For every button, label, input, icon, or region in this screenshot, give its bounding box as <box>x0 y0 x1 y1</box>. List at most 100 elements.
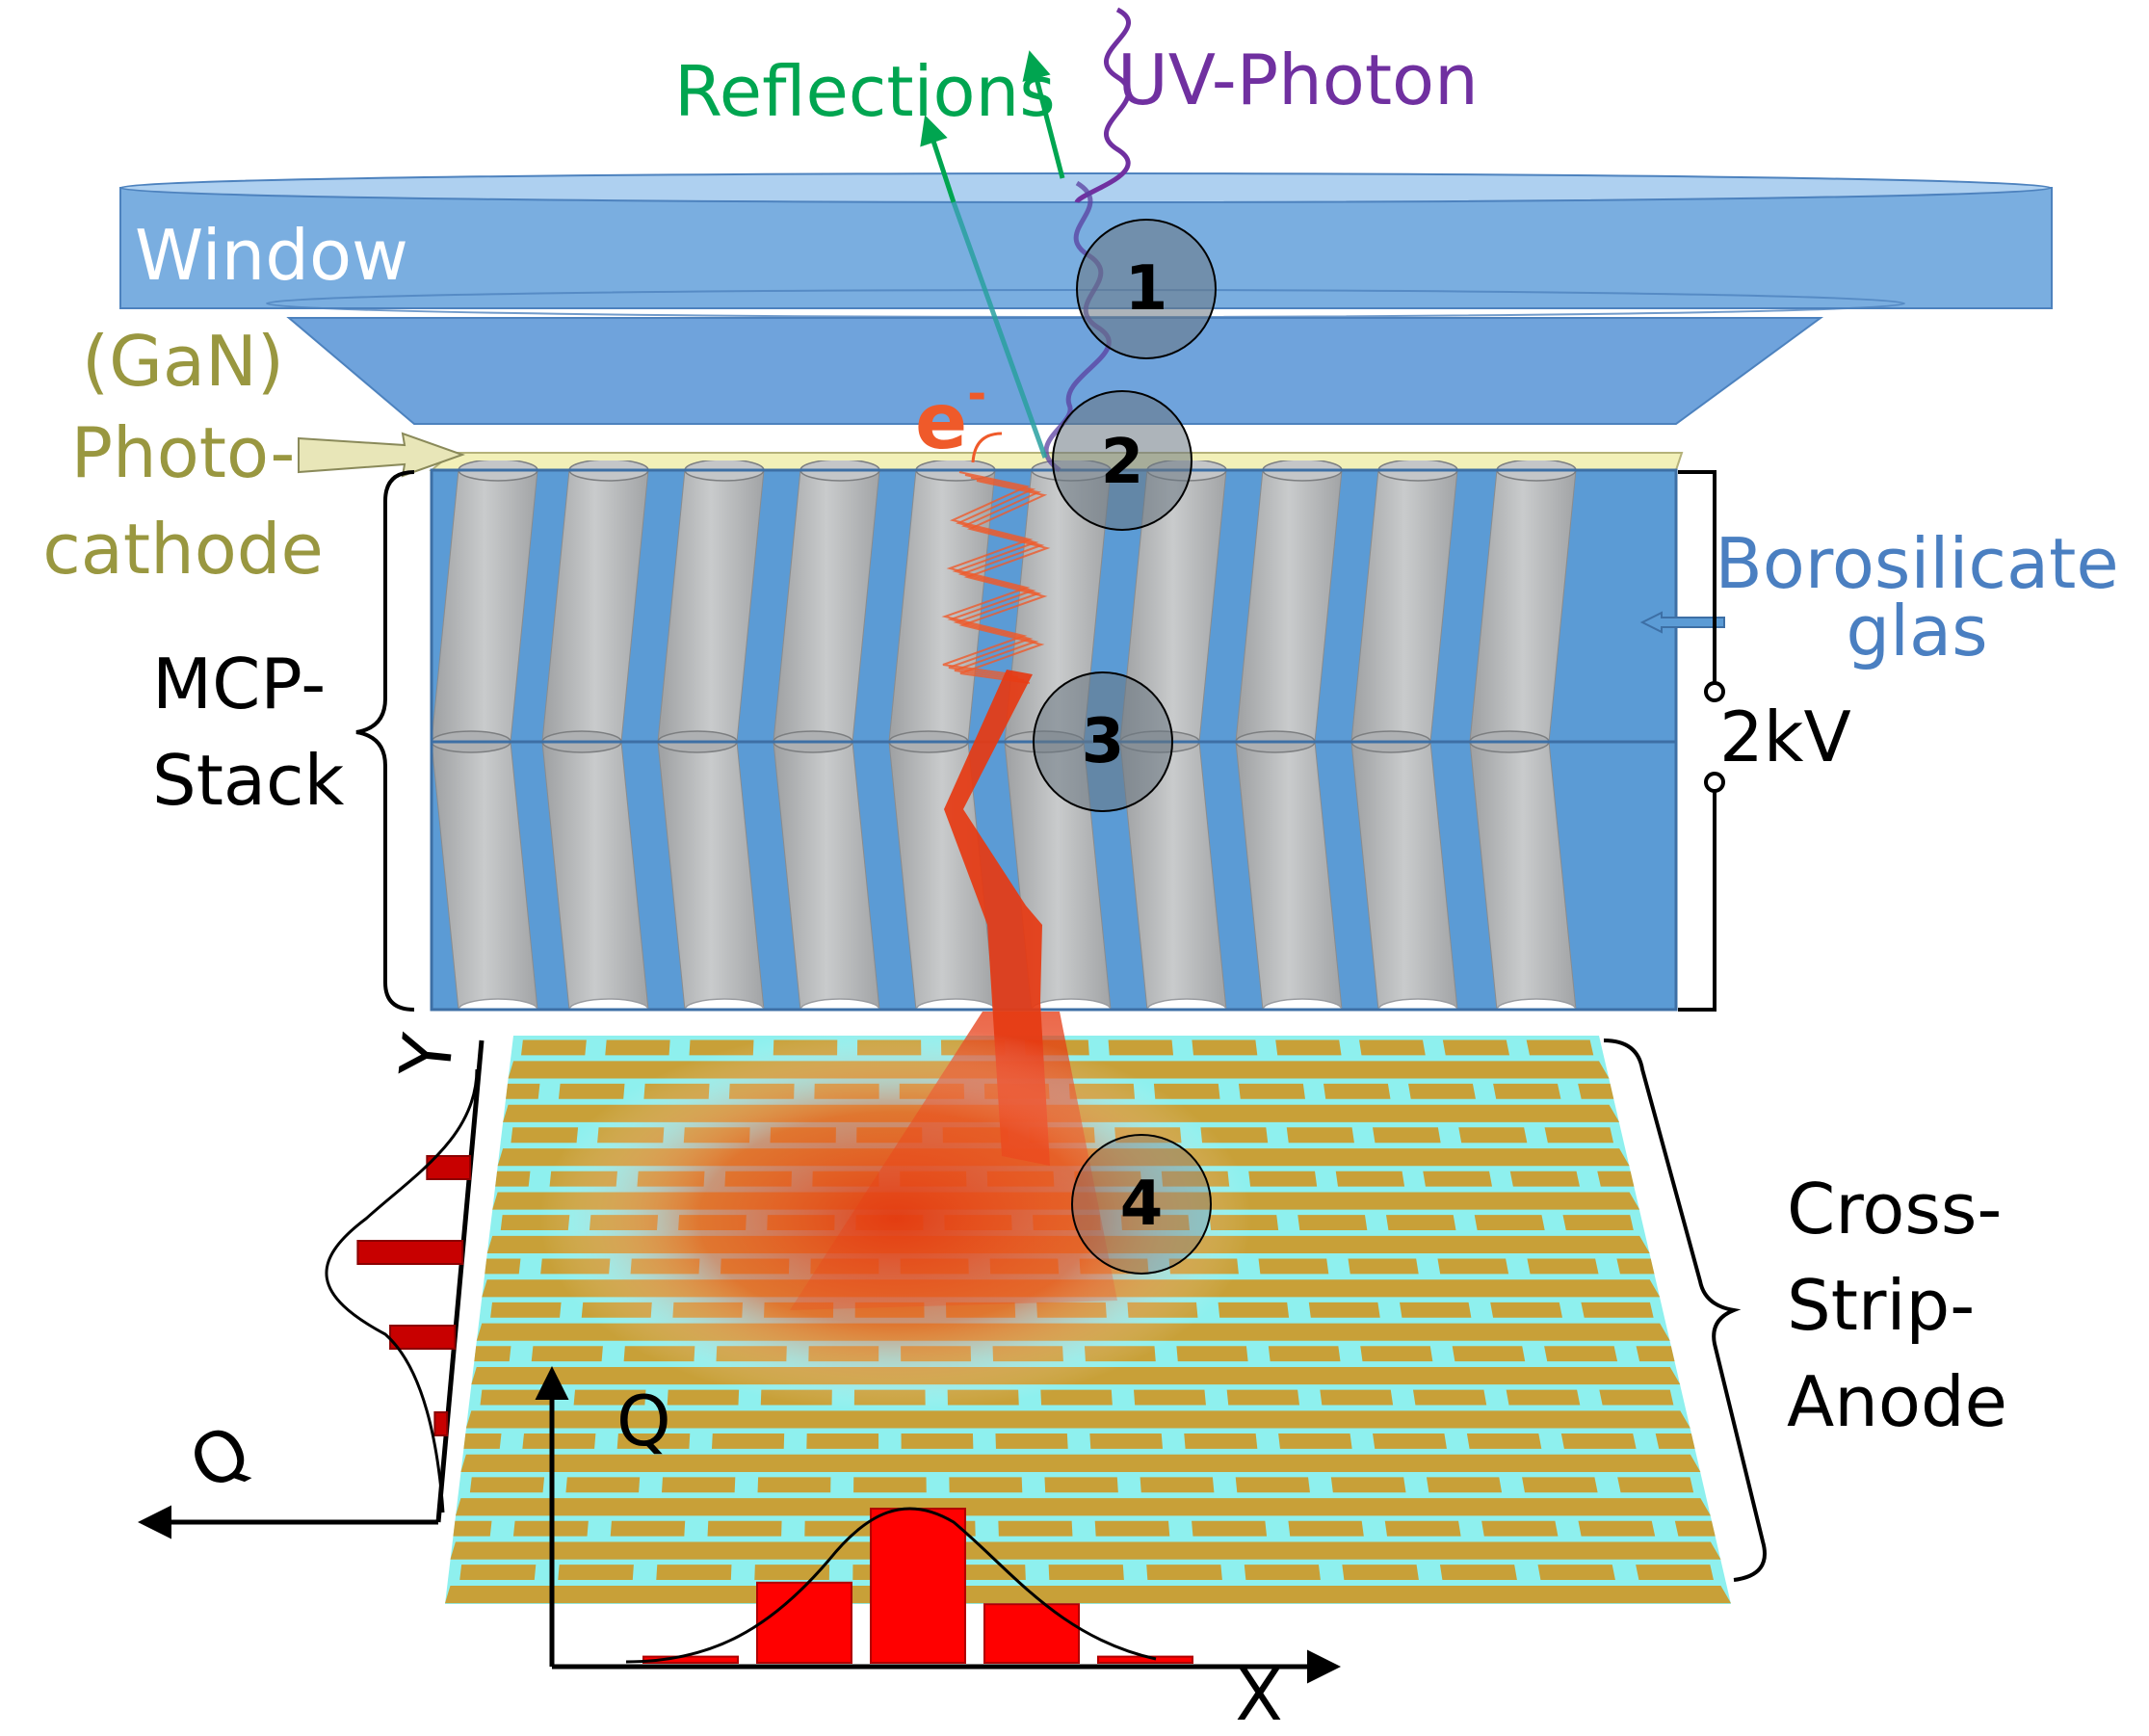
anode-pad <box>1481 1520 1559 1537</box>
anode-pad <box>1426 1477 1503 1493</box>
anode-pad <box>469 1477 545 1493</box>
anode-pad <box>1360 1346 1433 1362</box>
anode-pad <box>459 1565 537 1581</box>
step-1-number: 1 <box>1125 253 1168 325</box>
photocathode-label-line3: cathode <box>42 509 324 590</box>
anode-pad <box>1636 1565 1714 1581</box>
step-4-number: 4 <box>1120 1169 1164 1240</box>
y-charge-bar <box>356 1240 464 1265</box>
anode-pad <box>1490 1302 1562 1318</box>
anode-pad <box>1238 1083 1305 1099</box>
mcp-pore-opening-bottom <box>1262 998 1343 1010</box>
anode-pad <box>1560 1434 1637 1449</box>
anode-pad <box>1176 1346 1248 1362</box>
electron-cascade <box>539 432 1252 1411</box>
reflections-label: Reflections <box>674 51 1056 132</box>
anode-pad <box>531 1346 603 1362</box>
anode-pad <box>1089 1434 1164 1449</box>
x-charge-bar <box>983 1603 1080 1664</box>
y-q-axis-label: Q <box>177 1409 263 1507</box>
mcp-pore-opening-bottom <box>568 998 649 1010</box>
voltage-terminal-bottom <box>1704 772 1725 793</box>
step-3-number: 3 <box>1082 706 1125 777</box>
uv-photon-label: UV-Photon <box>1117 39 1479 120</box>
anode-pad <box>1442 1039 1510 1056</box>
anode-pad <box>951 1565 1026 1581</box>
anode-pad <box>949 1477 1023 1493</box>
anode-pad <box>1044 1477 1118 1493</box>
mcp-pore-opening-bottom <box>684 998 765 1010</box>
anode-pad <box>656 1565 732 1581</box>
anode-pad <box>1323 1083 1391 1099</box>
anode-pad <box>506 1083 540 1099</box>
anode-pad <box>1452 1346 1526 1362</box>
borosilicate-pointer-arrow <box>1639 611 1725 634</box>
anode-label-line2: Strip- <box>1787 1265 1975 1346</box>
anode-pad <box>1458 1127 1528 1144</box>
photocathode-label-line1: (GaN) <box>82 321 284 402</box>
anode-pad <box>495 1170 531 1187</box>
anode-pad <box>1335 1170 1405 1187</box>
mcp-label-line1: MCP- <box>152 644 326 724</box>
reflection-in-window <box>951 201 1048 459</box>
anode-pad <box>463 1434 502 1449</box>
anode-pad <box>480 1389 553 1406</box>
anode-pad <box>616 1434 691 1449</box>
anode-pad <box>1386 1215 1456 1230</box>
anode-pad <box>1597 1170 1635 1187</box>
x-charge-bar <box>642 1655 739 1664</box>
cascade-line <box>941 471 1034 675</box>
voltage-wire-top <box>1678 470 1717 692</box>
anode-pad <box>1146 1565 1222 1581</box>
anode-strip-band <box>455 1498 1711 1516</box>
anode-pad <box>901 1434 974 1449</box>
anode-pad <box>1235 1477 1310 1493</box>
anode-pad <box>521 1039 587 1056</box>
anode-pad <box>1399 1302 1472 1318</box>
cascade-zigzag <box>941 471 1051 684</box>
anode-pad <box>453 1520 492 1537</box>
anode-pad <box>998 1520 1073 1537</box>
anode-pad <box>1278 1434 1352 1449</box>
anode-strip-band <box>465 1410 1690 1429</box>
anode-pad <box>1655 1434 1695 1449</box>
anode-pad <box>1342 1565 1419 1581</box>
mcp-pore-opening-bottom <box>1146 998 1227 1010</box>
anode-pad <box>1320 1389 1394 1406</box>
anode-pad <box>806 1434 879 1449</box>
anode-pad <box>1192 1039 1258 1056</box>
step-1-circle <box>1076 219 1217 359</box>
mcp-pore-opening-bottom <box>799 998 880 1010</box>
y-axis-line <box>435 1039 485 1523</box>
anode-pad <box>1616 1258 1655 1275</box>
anode-pad <box>754 1565 830 1581</box>
anode-pad <box>1599 1389 1674 1406</box>
anode-pad <box>1297 1215 1368 1230</box>
anode-pad <box>1330 1477 1406 1493</box>
step-3-circle <box>1033 671 1173 812</box>
anode-pad <box>1275 1039 1342 1056</box>
voltage-terminal-top <box>1704 681 1725 702</box>
y-charge-bar <box>389 1325 457 1350</box>
anode-pad <box>1108 1039 1174 1056</box>
anode-pad <box>1527 1258 1599 1275</box>
anode-label-line3: Anode <box>1787 1361 2007 1442</box>
reflection-arrow-2 <box>920 115 957 203</box>
anode-pad <box>1506 1389 1581 1406</box>
anode-pad <box>1439 1565 1517 1581</box>
anode-pad <box>1226 1389 1300 1406</box>
anode-pad <box>522 1434 596 1449</box>
window-lower-bevel <box>286 317 1824 425</box>
anode-pad <box>1348 1258 1419 1275</box>
mcp-stack-bracket <box>355 470 415 1012</box>
y-charge-bar <box>433 1411 449 1436</box>
y-charge-bar <box>426 1155 472 1180</box>
anode-pad <box>1153 1083 1220 1099</box>
anode-pad <box>1578 1520 1656 1537</box>
x-axis-label: X <box>1235 1655 1282 1731</box>
photocathode-label-line2: Photo- <box>71 412 296 493</box>
anode-strip-band <box>460 1454 1701 1472</box>
mcp-pore-opening-bottom <box>458 998 538 1010</box>
emitted-electron-path <box>971 432 1003 463</box>
anode-pad <box>1192 1520 1268 1537</box>
